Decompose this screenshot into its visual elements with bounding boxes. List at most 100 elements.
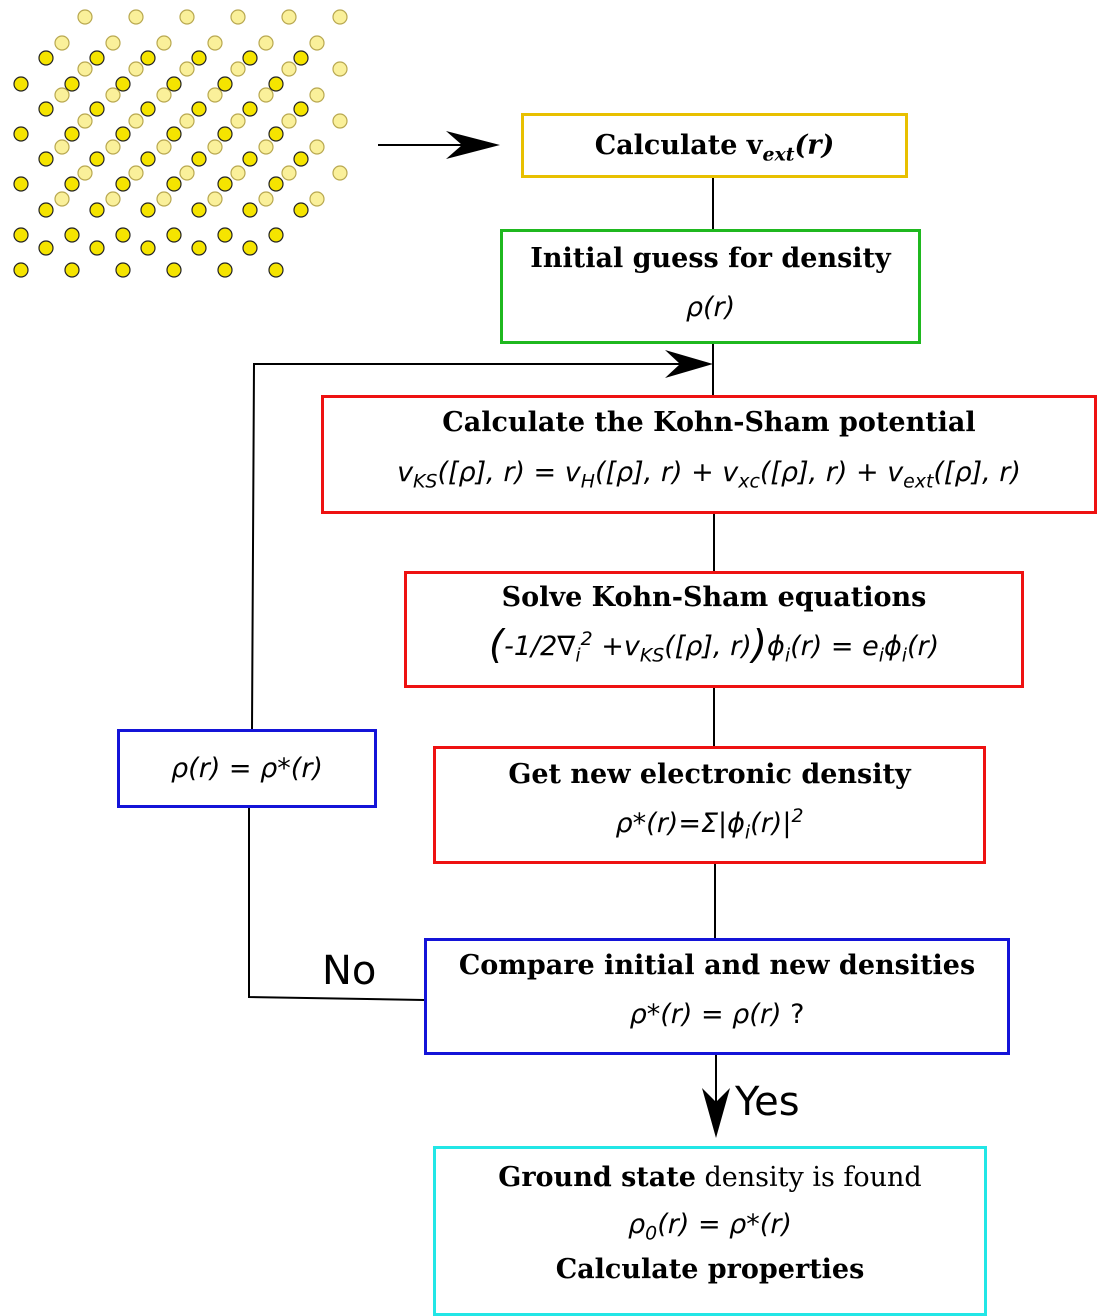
calculate-properties-label: Calculate properties <box>555 1254 865 1285</box>
atom-front <box>13 262 29 278</box>
atom-back <box>77 9 93 25</box>
ground-rho-rest: (r) = ρ*(r) <box>657 1209 792 1240</box>
calculate-vext-text: Calculate vext(r) <box>524 116 905 175</box>
ground-state-box: Ground state density is found ρ0(r) = ρ*… <box>433 1146 987 1316</box>
atom-front <box>217 126 233 142</box>
atom-front <box>191 240 207 256</box>
atom-front <box>13 227 29 243</box>
atom-front <box>89 202 105 218</box>
atom-back <box>128 113 144 129</box>
eq-term-4: ([ρ], r) <box>933 457 1021 488</box>
atom-front <box>268 227 284 243</box>
eq-left-paren: ( <box>488 623 505 669</box>
ground-rho: ρ <box>628 1209 646 1240</box>
atom-front <box>64 227 80 243</box>
solve-kohn-sham-equation: (-1/2∇i2 +vKS([ρ], r))ϕi(r) = eiϕi(r) <box>407 626 1021 665</box>
new-density-box: Get new electronic density ρ*(r)=Σ|ϕi(r)… <box>433 746 986 864</box>
atom-front <box>140 202 156 218</box>
atom-front <box>115 76 131 92</box>
eq-phi-2: ϕ <box>883 631 902 662</box>
atom-front <box>191 101 207 117</box>
eq-phi-2-arg: (r) <box>907 631 940 662</box>
eq-laplacian-sup: 2 <box>580 628 593 650</box>
atom-front <box>13 176 29 192</box>
atom-front <box>268 76 284 92</box>
atom-back <box>179 113 195 129</box>
eq-v-xc: v <box>722 457 739 488</box>
atom-front <box>166 176 182 192</box>
loop-back-arrow-head <box>665 350 713 378</box>
atom-back <box>54 87 70 103</box>
atom-front <box>38 50 54 66</box>
atom-back <box>179 165 195 181</box>
ground-state-bold: Ground state <box>498 1162 696 1193</box>
compare-question-mark: ? <box>781 999 805 1030</box>
atom-back <box>77 61 93 77</box>
atom-front <box>64 176 80 192</box>
eq-plus-v: +v <box>592 631 640 662</box>
atom-front <box>140 50 156 66</box>
compare-densities-box: Compare initial and new densities ρ*(r) … <box>424 938 1010 1055</box>
eq-phi-1-sub: i <box>784 644 791 667</box>
atom-back <box>105 35 121 51</box>
eq-phi-2-sub: i <box>901 644 907 667</box>
yes-label: Yes <box>734 1079 800 1125</box>
atom-front <box>38 240 54 256</box>
eq-v-ext: v <box>887 457 904 488</box>
eq-v-h: v <box>564 457 581 488</box>
initial-guess-box: Initial guess for density ρ(r) <box>500 229 921 344</box>
atom-front <box>242 240 258 256</box>
atom-back <box>207 191 223 207</box>
atom-back <box>230 61 246 77</box>
compare-densities-equation: ρ*(r) = ρ(r) ? <box>427 999 1007 1030</box>
atom-back <box>309 87 325 103</box>
atom-back <box>258 87 274 103</box>
atom-back <box>207 35 223 51</box>
atom-front <box>13 126 29 142</box>
atom-back <box>156 87 172 103</box>
atom-back <box>156 191 172 207</box>
atom-front <box>166 227 182 243</box>
atom-back <box>179 9 195 25</box>
eq-density-sub: i <box>744 821 751 844</box>
atom-back <box>179 61 195 77</box>
update-density-equation: ρ(r) = ρ*(r) <box>171 753 323 784</box>
eq-laplacian: -1/2∇ <box>504 631 576 662</box>
atom-front <box>242 50 258 66</box>
atom-front <box>242 151 258 167</box>
atom-front <box>115 176 131 192</box>
atom-front <box>38 151 54 167</box>
atom-back <box>332 113 348 129</box>
no-label: No <box>322 948 376 994</box>
eq-ks-args: ([ρ], r) <box>664 631 752 662</box>
atom-back <box>281 113 297 129</box>
kohn-sham-potential-equation: vKS([ρ], r) = vH([ρ], r) + vxc([ρ], r) +… <box>324 457 1094 491</box>
atom-front <box>268 262 284 278</box>
atom-front <box>293 151 309 167</box>
atom-back <box>332 165 348 181</box>
atom-back <box>230 113 246 129</box>
atom-back <box>105 139 121 155</box>
kohn-sham-potential-title: Calculate the Kohn-Sham potential <box>442 407 976 438</box>
atom-front <box>166 126 182 142</box>
update-density-box: ρ(r) = ρ*(r) <box>117 729 377 808</box>
atom-front <box>140 101 156 117</box>
atom-front <box>268 176 284 192</box>
atom-front <box>89 151 105 167</box>
atom-back <box>309 35 325 51</box>
atom-front <box>217 262 233 278</box>
atom-front <box>64 76 80 92</box>
eq-term-1: ([ρ], r) = <box>437 457 565 488</box>
atom-front <box>89 50 105 66</box>
eq-density-sup: 2 <box>791 805 804 827</box>
no-feedback-line <box>248 808 425 1001</box>
atom-back <box>230 165 246 181</box>
lattice-arrow-head <box>446 131 500 159</box>
atom-back <box>128 61 144 77</box>
loop-back-line <box>251 363 690 730</box>
atom-back <box>281 9 297 25</box>
atom-back <box>281 165 297 181</box>
atom-back <box>258 35 274 51</box>
eq-term-2: ([ρ], r) + <box>594 457 723 488</box>
initial-guess-title: Initial guess for density <box>530 243 891 274</box>
